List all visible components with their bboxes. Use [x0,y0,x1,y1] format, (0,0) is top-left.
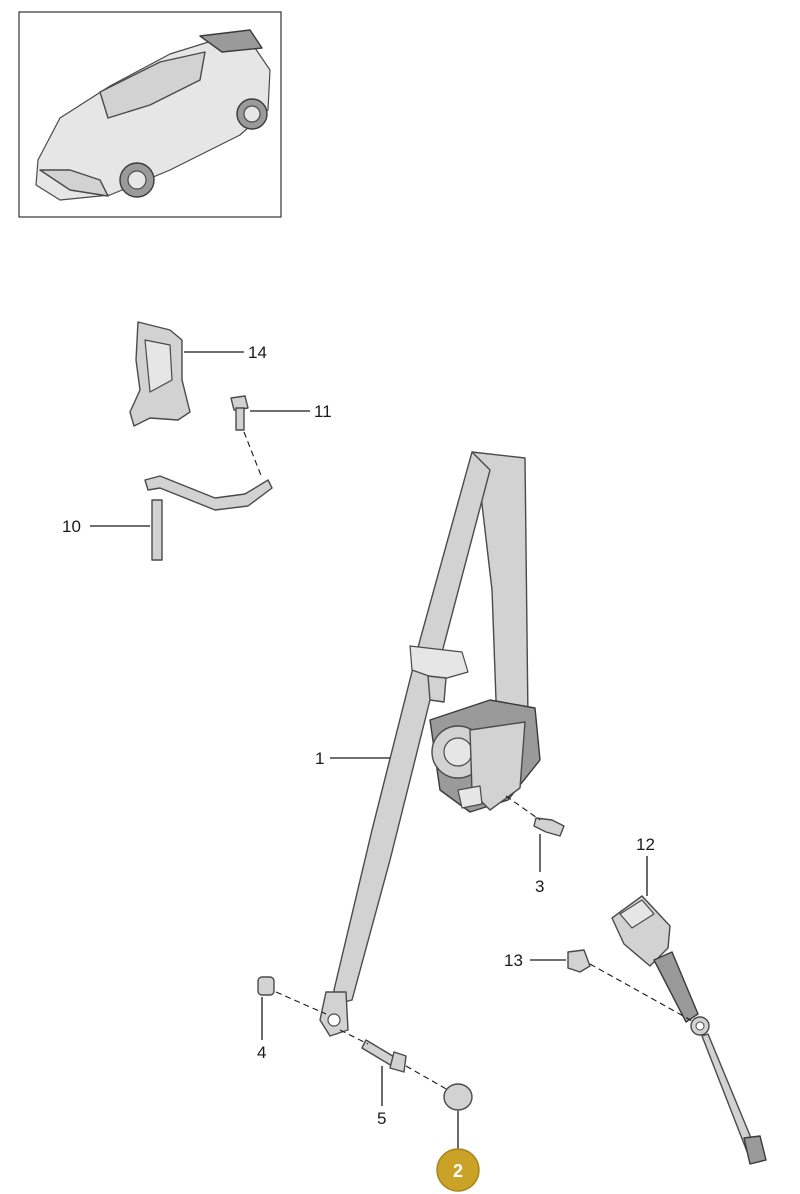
part-14-bracket[interactable] [129,321,191,427]
part-4-spacer[interactable] [257,976,275,996]
callout-14[interactable]: 14 [248,343,267,362]
part-12-buckle[interactable] [611,895,767,1165]
callout-10[interactable]: 10 [62,517,81,536]
part-10-guide-rod[interactable] [144,475,273,561]
part-11-bolt[interactable] [230,395,249,431]
callout-2[interactable]: 2 [453,1161,463,1181]
assembly-line-4-to-anchor [275,991,327,1015]
callout-13[interactable]: 13 [504,951,523,970]
callout-1[interactable]: 1 [315,749,324,768]
assembly-line-5-to-2 [405,1065,449,1091]
part-13-nut[interactable] [567,949,591,973]
assembly-line-11-to-10 [243,431,263,479]
part-1-seat-belt[interactable] [319,451,541,1037]
assembly-line-anchor-to-5 [339,1029,369,1045]
part-5-bolt[interactable] [361,1039,407,1073]
callout-11[interactable]: 11 [314,402,332,421]
callout-3[interactable]: 3 [535,877,544,896]
callout-12[interactable]: 12 [636,835,655,854]
callout-2-badge[interactable]: 2 [436,1148,480,1192]
part-2-cap[interactable] [443,1083,473,1111]
callout-4[interactable]: 4 [257,1043,266,1062]
assembly-line-3-to-retractor [505,795,541,821]
callout-5[interactable]: 5 [377,1109,386,1128]
vehicle-thumbnail[interactable] [18,11,282,218]
part-3-screw[interactable] [533,817,565,837]
